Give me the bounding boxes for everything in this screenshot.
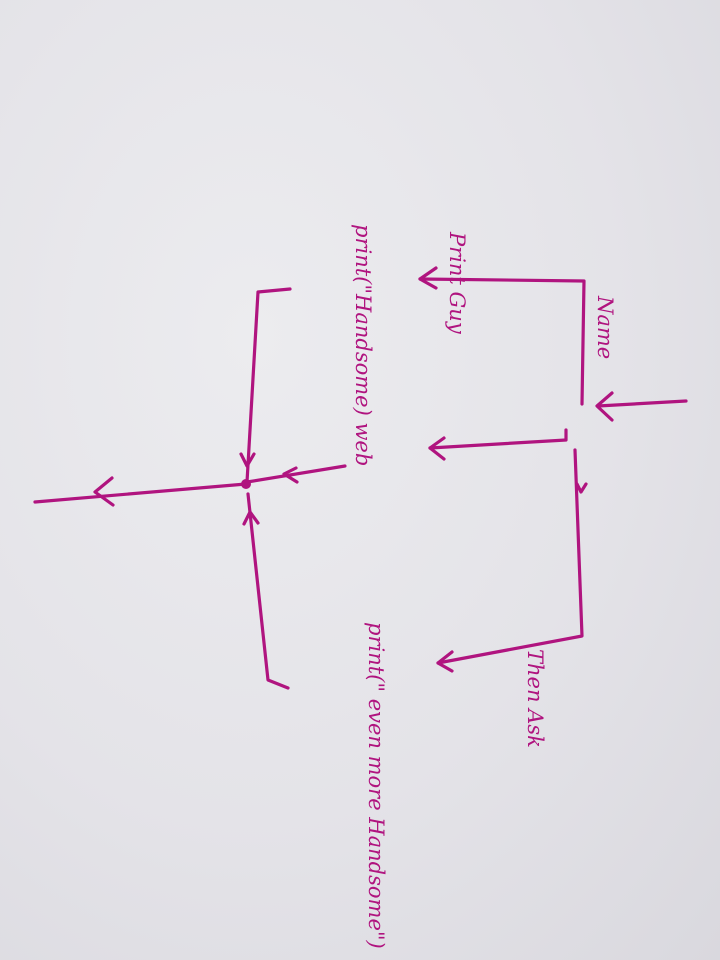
- label-print-even-more-handsome: print(" even more Handsome"): [364, 622, 388, 949]
- label-name: Name: [593, 295, 617, 359]
- label-print-guy: Print Guy: [445, 231, 469, 335]
- decision-middle-branch: [428, 428, 568, 461]
- decision-top-branch: [418, 266, 586, 406]
- merge-middle-line: [245, 464, 347, 484]
- label-then-ask: Then Ask: [523, 649, 547, 748]
- exit-arrow: [33, 476, 248, 507]
- decision-bottom-branch: [436, 448, 588, 673]
- label-print-handsome: print("Handsome) web: [351, 224, 375, 466]
- merge-bottom-line: [242, 492, 290, 690]
- entry-arrow: [595, 391, 688, 422]
- merge-top-line: [239, 287, 292, 484]
